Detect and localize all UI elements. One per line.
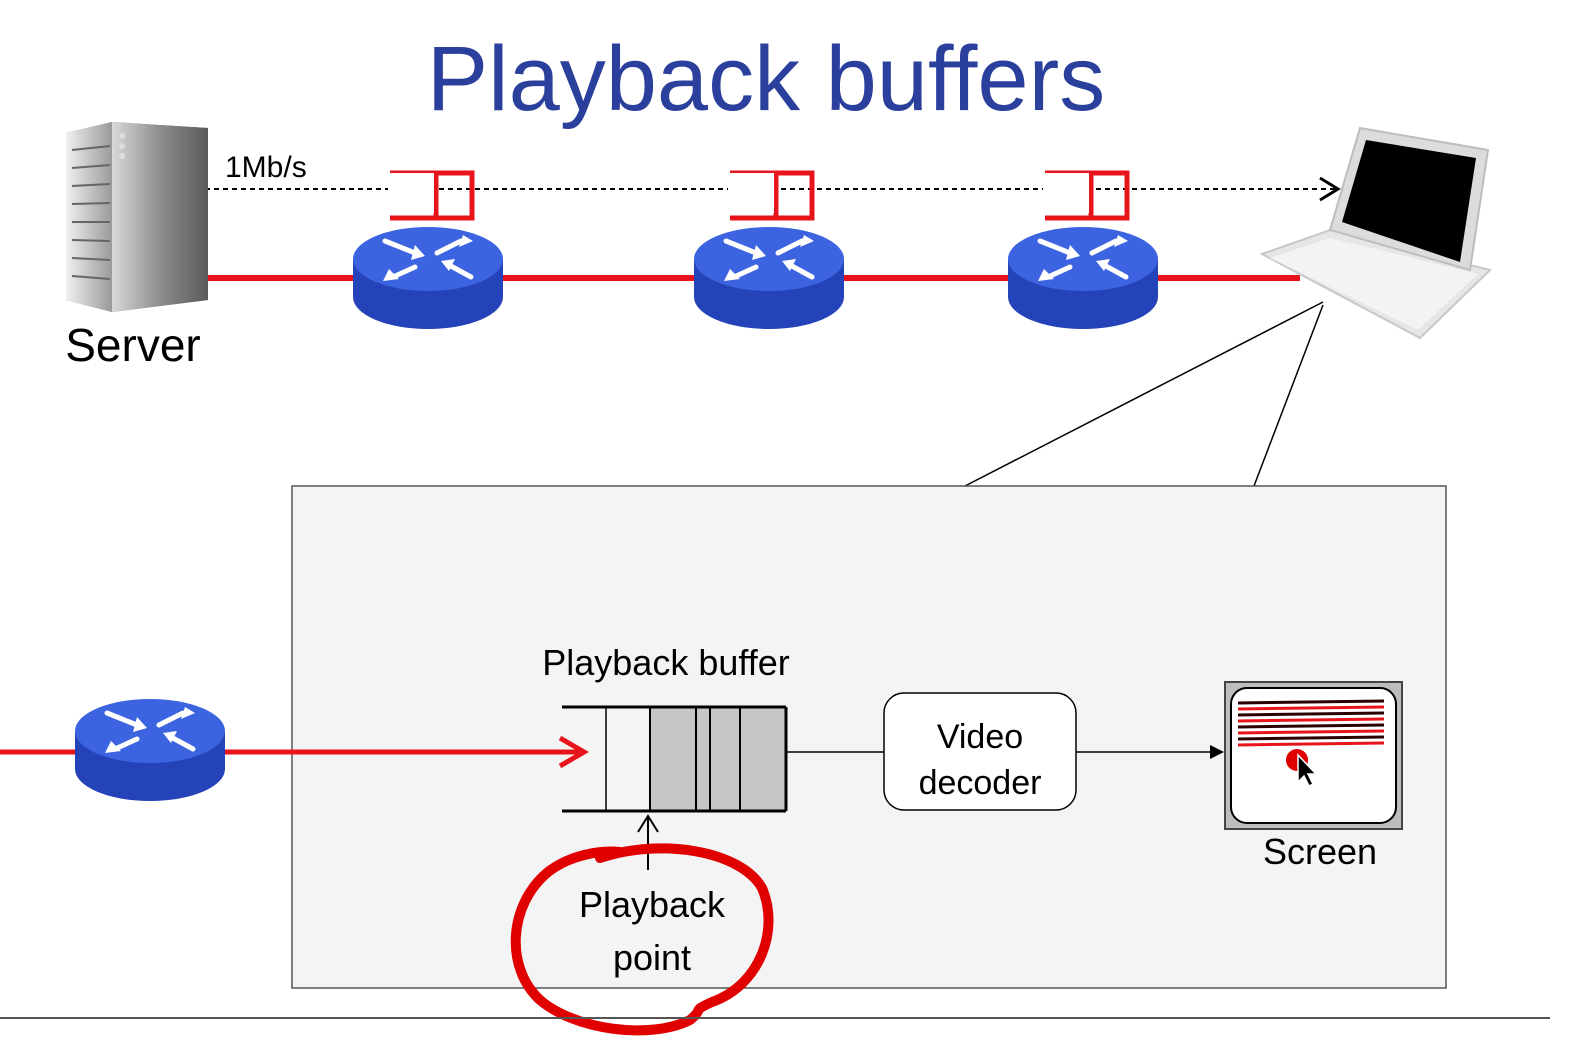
router-icon: [353, 227, 503, 329]
input-arrowhead: [558, 735, 589, 769]
screen-label: Screen: [1263, 831, 1377, 872]
playback-point-label-line2: point: [613, 937, 691, 978]
flow-arrow: [205, 176, 1341, 202]
annotation-circle: [510, 843, 774, 1036]
server-label: Server: [65, 319, 200, 371]
cursor-icon: [1297, 753, 1318, 788]
decoder-label-line1: Video: [937, 718, 1023, 756]
buffer-label: Playback buffer: [542, 642, 789, 683]
screen-icon: [1224, 681, 1403, 830]
rate-label: 1Mb/s: [225, 151, 307, 184]
router-icon: [1008, 227, 1158, 329]
buffer-icon: [388, 173, 472, 218]
router-icon: [75, 699, 225, 801]
slide-title: Playback buffers: [427, 28, 1105, 130]
laptop-icon: [1259, 126, 1492, 340]
buffer-icon: [728, 173, 812, 218]
playback-point-label-line1: Playback: [579, 884, 726, 925]
decoder-label-line2: decoder: [919, 764, 1042, 802]
buffer-icon: [1043, 173, 1127, 218]
decoder-to-screen-arrow: [1076, 745, 1224, 759]
callout-lines: [964, 301, 1324, 487]
server-icon: [66, 122, 208, 312]
router-icon: [694, 227, 844, 329]
playback-buffer: [562, 705, 788, 813]
